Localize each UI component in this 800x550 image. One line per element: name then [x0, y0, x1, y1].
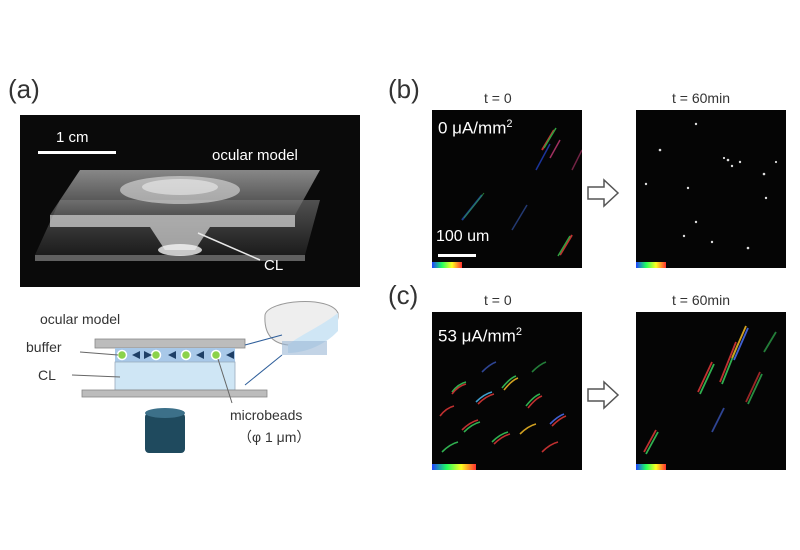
panel-c-current-label: 53 μA/mm2 [438, 326, 522, 347]
panel-b-image-t0: 0 μA/mm2 100 um [432, 110, 582, 268]
panel-b-arrow [586, 178, 620, 213]
objective-lens [145, 413, 185, 453]
panel-c-t60-label: t = 60min [672, 292, 730, 308]
schematic-drawing [71, 301, 339, 453]
panel-b-current-label: 0 μA/mm2 [438, 118, 512, 139]
schematic-ocular-model-label: ocular model [40, 311, 121, 327]
photo-model-label: ocular model [212, 147, 298, 164]
panel-b-scale-bar [438, 254, 476, 257]
setup-schematic: ocular model buffer CL microbeads （φ 1 μ… [20, 295, 370, 465]
panel-b-trajectories-t0 [461, 127, 582, 257]
photo-scale-bar [38, 151, 116, 154]
panel-b-scale-label: 100 um [436, 228, 490, 245]
panel-b-color-scale-t60 [636, 262, 666, 268]
schematic-cl-label: CL [38, 367, 56, 383]
panel-b-arrow-icon [587, 178, 620, 208]
panel-c-color-scale-t0 [432, 464, 476, 470]
panel-c-trajectories-t60 [643, 325, 777, 455]
panel-c-color-scale-t60 [636, 464, 666, 470]
photo-scale-label: 1 cm [56, 129, 89, 146]
panel-c-t0-label: t = 0 [484, 292, 512, 308]
panel-b-current-sup: 2 [506, 118, 513, 130]
panel-c-image-t60 [636, 312, 786, 470]
panel-b-color-scale-t0 [432, 262, 462, 268]
panel-c-trajectories-t0 [439, 361, 567, 453]
panel-c-arrow [586, 380, 620, 415]
schematic-microbeads-size: （φ 1 μm） [238, 429, 311, 445]
panel-c-arrow-icon [587, 380, 620, 410]
panel-c-label: (c) [388, 280, 419, 310]
panel-b-image-t60 [636, 110, 786, 268]
panel-c-current-sup: 2 [515, 326, 522, 338]
panel-c-image-t0: 53 μA/mm2 [432, 312, 582, 470]
ocular-model-photo: 1 cm ocular model CL [20, 115, 360, 287]
schematic-buffer-label: buffer [26, 339, 62, 355]
panel-a-label: (a) [8, 74, 40, 104]
panel-b-t0-label: t = 0 [484, 90, 512, 106]
photo-cl-label: CL [264, 257, 284, 274]
panel-b-t60-label: t = 60min [672, 90, 730, 106]
panel-b-current-text: 0 μA/mm [438, 118, 507, 138]
panel-b-beads-t60 [644, 122, 778, 250]
photo-drawing [35, 170, 320, 261]
panel-b-label: (b) [388, 74, 420, 104]
schematic-microbeads-label: microbeads [230, 407, 303, 423]
panel-c-current-text: 53 μA/mm [438, 326, 516, 346]
